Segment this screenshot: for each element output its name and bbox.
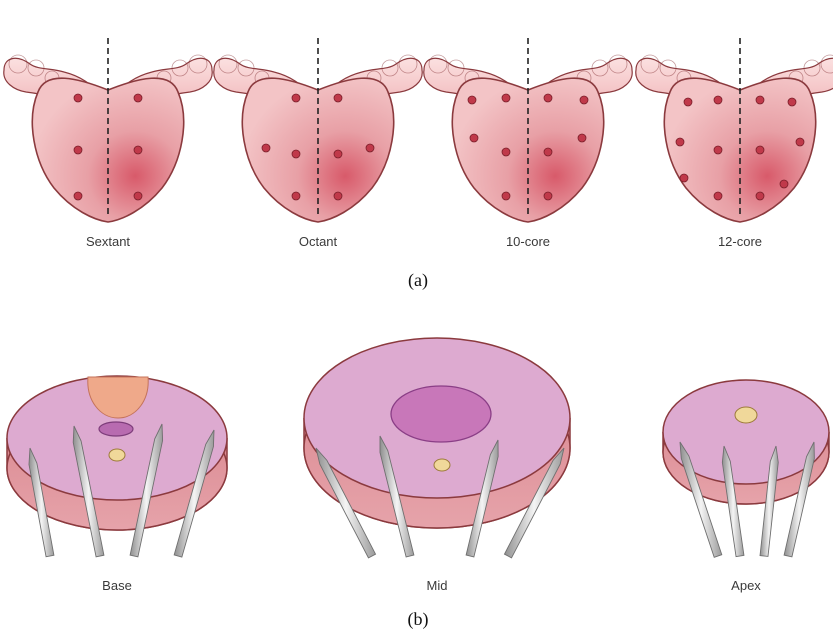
panel-b-sections: Base Mid Apex [7,338,829,593]
urethra [109,449,125,461]
biopsy-site [756,146,764,154]
biopsy-site [684,98,692,106]
biopsy-site [134,94,142,102]
biopsy-site [714,146,722,154]
section-label: Base [102,578,132,593]
biopsy-site [74,94,82,102]
prostate-template [636,38,833,222]
biopsy-site [334,192,342,200]
biopsy-site [796,138,804,146]
biopsy-site [502,94,510,102]
biopsy-site [780,180,788,188]
biopsy-site [756,96,764,104]
prostate-section [304,338,570,558]
biopsy-site [134,192,142,200]
section-label: Mid [427,578,448,593]
biopsy-site [544,192,552,200]
biopsy-site [544,94,552,102]
biopsy-site [134,146,142,154]
template-label: 10-core [506,234,550,249]
prostate-section [7,376,227,557]
biopsy-site [366,144,374,152]
template-label: Sextant [86,234,130,249]
biopsy-site [468,96,476,104]
biopsy-site [580,96,588,104]
urethra [434,459,450,471]
prostate-template [214,38,422,222]
biopsy-site [502,148,510,156]
biopsy-site [74,192,82,200]
biopsy-site [470,134,478,142]
biopsy-site [544,148,552,156]
panel-b-label: (b) [408,609,429,630]
biopsy-site [292,150,300,158]
biopsy-site [334,94,342,102]
ejaculatory-ducts [99,422,133,436]
biopsy-site [334,150,342,158]
biopsy-site [578,134,586,142]
biopsy-site [788,98,796,106]
prostate-template [4,38,212,222]
biopsy-site [292,192,300,200]
biopsy-site [292,94,300,102]
template-label: Octant [299,234,338,249]
biopsy-site [756,192,764,200]
section-label: Apex [731,578,761,593]
biopsy-site [676,138,684,146]
biopsy-site [714,192,722,200]
prostate-template [424,38,632,222]
biopsy-site [502,192,510,200]
biopsy-site [680,174,688,182]
transition-zone [391,386,491,442]
urethra [735,407,757,423]
template-label: 12-core [718,234,762,249]
biopsy-site [714,96,722,104]
prostate-section [663,380,829,557]
biopsy-site [262,144,270,152]
biopsy-site [74,146,82,154]
panel-a-templates: Sextant Octant 10-core 12-core [4,38,833,249]
panel-a-label: (a) [408,270,428,291]
